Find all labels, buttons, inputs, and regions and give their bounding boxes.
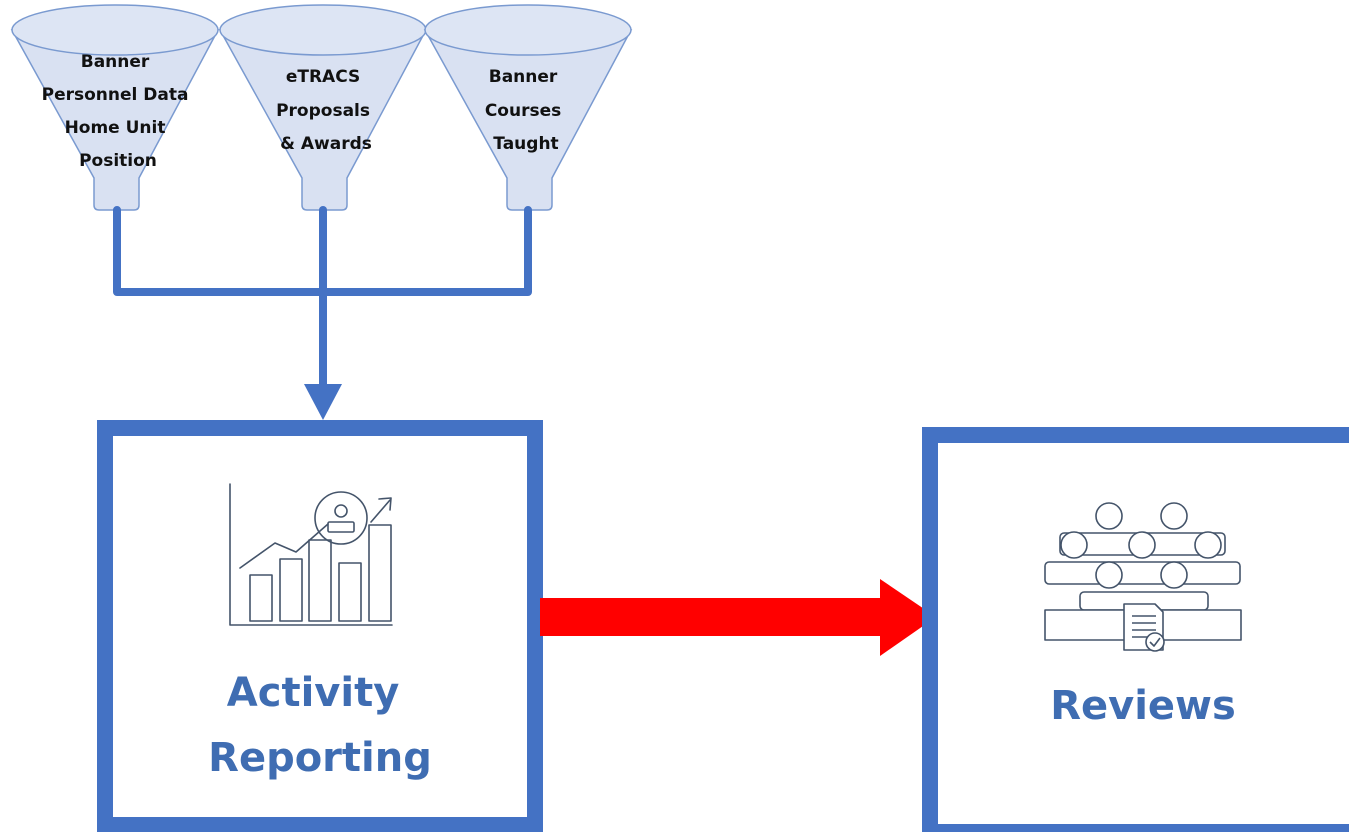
review-panel-document-icon (1044, 502, 1242, 652)
activity-reporting-box: Activity Reporting (97, 420, 543, 832)
pipe-left (113, 206, 327, 296)
funnel-banner-personnel: Banner Personnel Data Home Unit Position (10, 4, 220, 211)
funnel-banner-courses: Banner Courses Taught (423, 4, 633, 211)
funnel-label-line: eTRACS (286, 67, 360, 87)
down-arrow-head (304, 384, 342, 420)
svg-text:Banner Courses Tau: Banner Courses Taught (485, 67, 567, 154)
funnel-label-line: Taught (493, 134, 558, 154)
funnel-label-line: Courses (485, 101, 561, 121)
growth-chart-person-icon (229, 483, 393, 626)
pipe-right (319, 206, 532, 296)
funnel-label-line: Banner (81, 52, 150, 72)
activity-title-line: Reporting (208, 735, 432, 781)
svg-text:Reviews: Reviews (1050, 683, 1236, 729)
activity-title-line: Activity (227, 670, 399, 716)
funnel-label-line: Personnel Data (42, 85, 189, 105)
reviews-title: Reviews (1050, 683, 1236, 729)
svg-text:Banner Personnel Data: Banner Personnel Data Home Unit Position (42, 52, 195, 171)
funnel-label-line: Position (79, 151, 157, 171)
funnel-etracs: eTRACS Proposals & Awards (218, 4, 428, 211)
svg-text:eTRACS Proposals &: eTRACS Proposals & Awards (276, 67, 376, 154)
flow-arrow (540, 579, 936, 656)
funnel-label-line: & Awards (280, 134, 372, 154)
svg-text:Activity Reporting: Activity Reporting (208, 670, 432, 781)
funnel-label-line: Proposals (276, 101, 370, 121)
funnel-label-line: Home Unit (65, 118, 166, 138)
merge-pipes (113, 206, 532, 394)
funnel-label-line: Banner (489, 67, 558, 87)
reviews-box: Reviews (922, 427, 1349, 832)
